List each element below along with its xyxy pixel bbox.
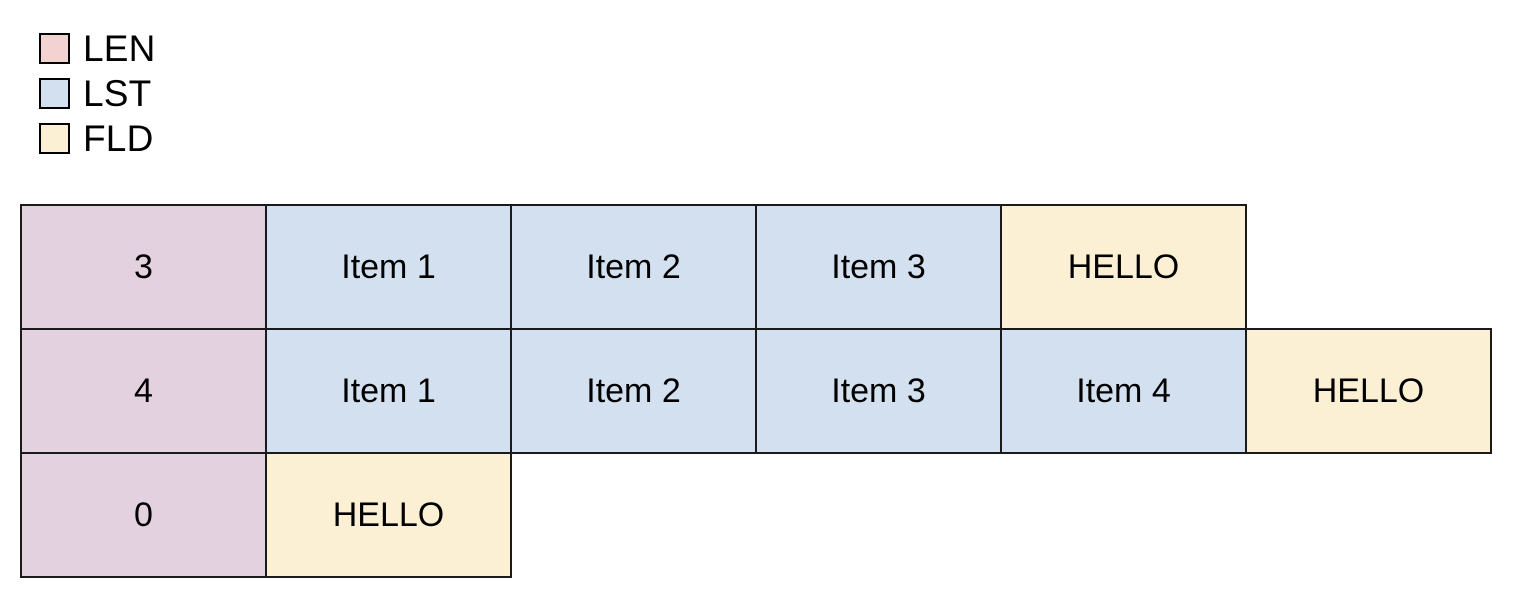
table-cell-lst: Item 1	[265, 328, 512, 454]
legend-label: FLD	[83, 118, 154, 159]
table-cell-len: 3	[20, 204, 267, 330]
table-cell-len: 4	[20, 328, 267, 454]
table-cell-lst: Item 2	[510, 328, 757, 454]
legend-swatch-fld-icon	[39, 123, 70, 154]
table-cell-lst: Item 3	[755, 328, 1002, 454]
table-cell-fld: HELLO	[265, 452, 512, 578]
legend-swatch-lst-icon	[39, 78, 70, 109]
table-cell-lst: Item 4	[1000, 328, 1247, 454]
table-cell-fld: HELLO	[1245, 328, 1492, 454]
table-cell-len: 0	[20, 452, 267, 578]
legend-item-fld: FLD	[39, 116, 156, 161]
legend-item-len: LEN	[39, 26, 156, 71]
legend-item-lst: LST	[39, 71, 156, 116]
table-cell-lst: Item 2	[510, 204, 757, 330]
table-cell-lst: Item 1	[265, 204, 512, 330]
table-cell-lst: Item 3	[755, 204, 1002, 330]
table-cell-fld: HELLO	[1000, 204, 1247, 330]
legend-swatch-len-icon	[39, 33, 70, 64]
legend-label: LST	[83, 73, 152, 114]
legend-label: LEN	[83, 28, 156, 69]
